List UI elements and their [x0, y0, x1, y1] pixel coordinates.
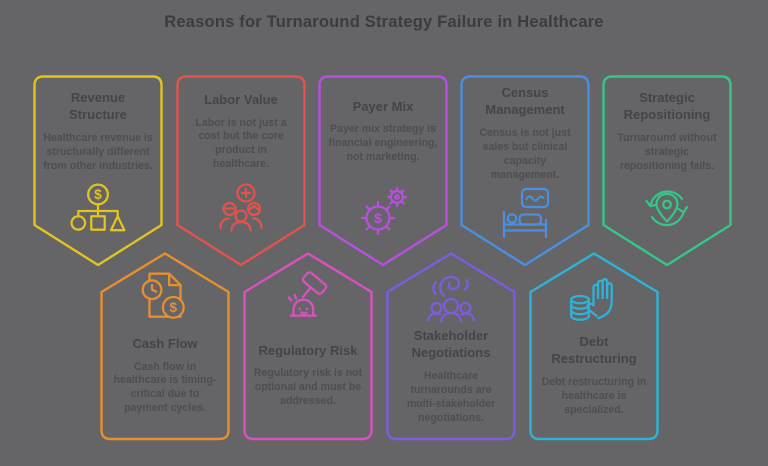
- gavel-compliance-icon: [253, 266, 363, 328]
- card-outline: [176, 75, 306, 267]
- card-body: Healthcare revenue is structurally diffe…: [43, 131, 153, 172]
- card-cash-flow: $ Cash Flow Cash flow in healthcare is t…: [100, 252, 230, 442]
- card-outline: [318, 75, 448, 267]
- invoice-clock-dollar-icon: $: [110, 266, 220, 328]
- hand-coins-icon: [539, 266, 649, 328]
- card-labor-value: Labor Value Labor is not just a cost but…: [176, 75, 306, 267]
- card-census-management: Census Management Census is not just sal…: [460, 75, 590, 267]
- card-title: Cash Flow: [132, 335, 198, 351]
- card-outline: [100, 252, 230, 441]
- card-title: Strategic Repositioning: [623, 90, 711, 123]
- card-title: Payer Mix: [352, 98, 414, 114]
- team-plus-icon: [186, 179, 296, 241]
- card-title: Census Management: [485, 85, 565, 117]
- svg-text:$: $: [374, 210, 382, 226]
- card-body: Healthcare turnarounds are multi-stakeho…: [406, 369, 496, 424]
- card-strategic-repositioning: Strategic Repositioning Turnaround witho…: [602, 75, 732, 267]
- card-title: Labor Value: [204, 91, 278, 107]
- card-regulatory-risk: Regulatory Risk Regulatory risk is not o…: [243, 252, 373, 442]
- card-title: Revenue Structure: [69, 90, 127, 123]
- card-title: Debt Restructuring: [551, 334, 637, 367]
- card-body: Regulatory risk is not optional and must…: [253, 367, 363, 408]
- card-title: Regulatory Risk: [258, 342, 358, 358]
- card-outline: [460, 75, 590, 267]
- card-body: Debt restructuring in healthcare is spec…: [541, 375, 647, 416]
- diagram-title: Reasons for Turnaround Strategy Failure …: [164, 13, 604, 31]
- card-body: Payer mix strategy is financial engineer…: [328, 123, 438, 164]
- card-payer-mix: Payer Mix Payer mix strategy is financia…: [318, 75, 448, 267]
- card-outline: [529, 252, 659, 441]
- card-outline: [602, 75, 732, 267]
- org-chart-dollar-icon: $: [43, 179, 153, 241]
- stakeholders-discussion-icon: [396, 266, 506, 328]
- card-body: Cash flow in healthcare is timing-critic…: [113, 360, 217, 415]
- card-body: Census is not just sales but clinical ca…: [479, 126, 571, 181]
- card-body: Turnaround without strategic repositioni…: [617, 131, 717, 172]
- card-outline: [243, 252, 373, 441]
- patient-bed-icon: [470, 183, 580, 245]
- card-body: Labor is not just a cost but the core pr…: [195, 116, 287, 171]
- gears-dollar-icon: $: [328, 179, 438, 241]
- card-revenue-structure: Revenue Structure Healthcare revenue is …: [33, 75, 163, 267]
- card-debt-restructuring: Debt Restructuring Debt restructuring in…: [529, 252, 659, 442]
- card-title: Stakeholder Negotiations: [411, 328, 491, 360]
- card-outline: [386, 252, 516, 441]
- card-stakeholder-negotiations: Stakeholder Negotiations Healthcare turn…: [386, 252, 516, 442]
- svg-text:$: $: [94, 187, 102, 202]
- svg-text:$: $: [170, 300, 178, 315]
- reposition-pin-icon: [612, 179, 722, 241]
- card-outline: [33, 75, 163, 267]
